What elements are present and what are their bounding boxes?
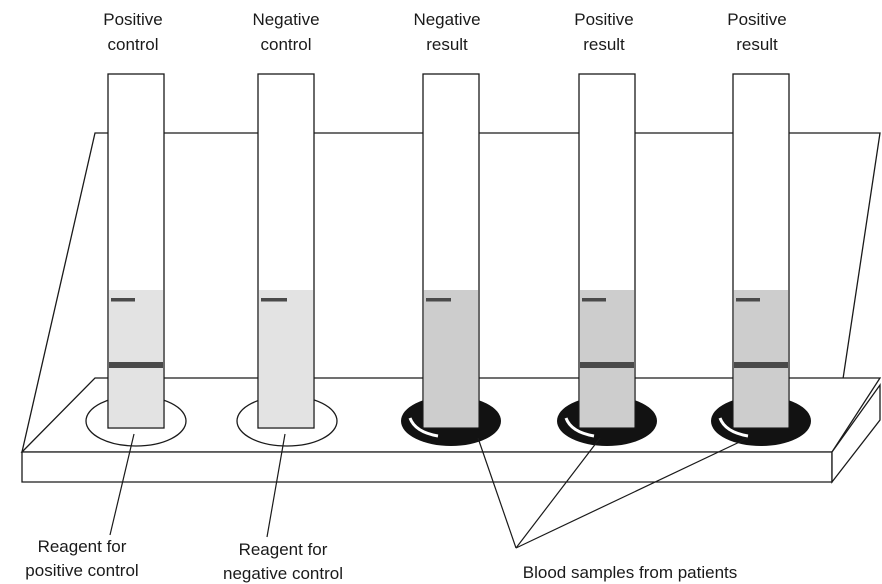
callout-positive-reagent-line1: Reagent for	[38, 537, 127, 556]
callout-positive-reagent-line2: positive control	[25, 561, 138, 580]
callout-negative-reagent-line2: negative control	[223, 564, 343, 583]
strip-label-line2: control	[260, 35, 311, 54]
leader-line-blood-sample	[515, 437, 601, 549]
blood-highlight	[564, 417, 595, 438]
callout-labels: Reagent for positive control Reagent for…	[25, 537, 737, 583]
strip-wetted-area	[424, 290, 478, 427]
strip-label-line1: Positive	[574, 10, 634, 29]
strip-wetted-area	[259, 290, 313, 427]
strip-label-line1: Negative	[413, 10, 480, 29]
strip-label-line1: Positive	[103, 10, 163, 29]
leader-line-blood-sample	[515, 437, 749, 549]
strip-label-line2: result	[583, 35, 625, 54]
test-strip-positive-result	[578, 73, 636, 429]
strip-label-line2: result	[736, 35, 778, 54]
tray-front-face	[21, 451, 833, 483]
strip-labels: Positive control Negative control Negati…	[103, 10, 787, 54]
strip-label-line1: Negative	[252, 10, 319, 29]
leader-line-positive-reagent	[109, 433, 135, 536]
strip-wetted-area	[580, 290, 634, 427]
control-band	[111, 298, 135, 302]
test-strips	[107, 73, 790, 429]
test-band	[734, 362, 788, 368]
strip-label-line2: control	[107, 35, 158, 54]
control-band	[582, 298, 606, 302]
strip-wetted-area	[109, 290, 163, 427]
leader-lines	[109, 433, 749, 549]
leader-line-blood-sample	[477, 437, 517, 549]
control-band	[736, 298, 760, 302]
test-strip-negative-control	[257, 73, 315, 429]
strip-label-line1: Positive	[727, 10, 787, 29]
leader-line-negative-reagent	[266, 433, 286, 538]
blood-highlight	[408, 417, 439, 438]
control-band	[261, 298, 287, 302]
test-strip-positive-result	[732, 73, 790, 429]
callout-negative-reagent-line1: Reagent for	[239, 540, 328, 559]
strip-wetted-area	[734, 290, 788, 427]
strip-label-line2: result	[426, 35, 468, 54]
callout-blood-samples: Blood samples from patients	[523, 563, 738, 582]
test-band	[580, 362, 634, 368]
tray-right-side	[831, 382, 881, 484]
test-strip-positive-control	[107, 73, 165, 429]
blood-highlight	[718, 417, 749, 438]
control-band	[426, 298, 451, 302]
test-strip-negative-result	[422, 73, 480, 429]
test-band	[109, 362, 163, 368]
